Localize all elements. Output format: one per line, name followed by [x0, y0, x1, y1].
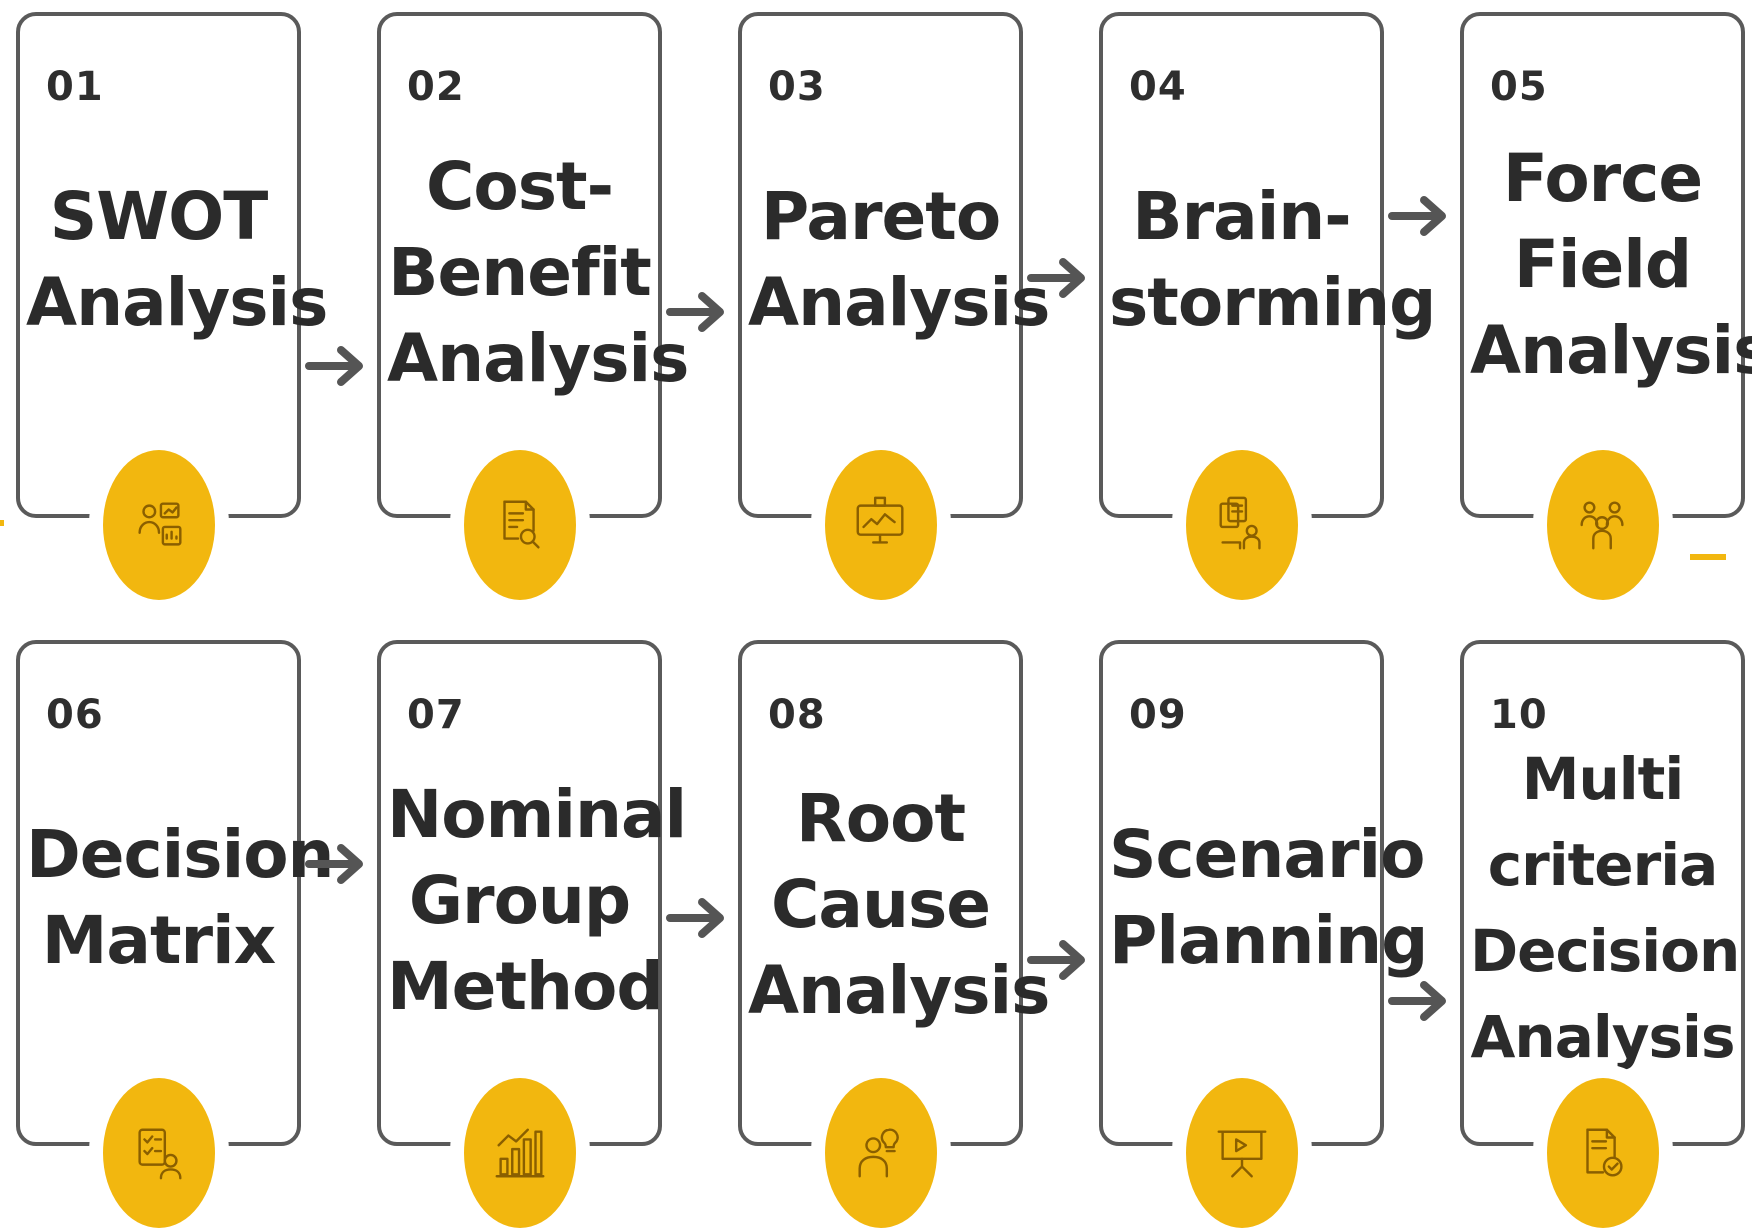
- flow-arrow: [305, 342, 367, 390]
- bar-chart-icon: [495, 1128, 544, 1178]
- team-chart-badge: [102, 450, 215, 600]
- monitor-analytics-icon: [856, 496, 904, 544]
- flow-arrow: [305, 840, 367, 888]
- person-idea-badge: [824, 1078, 937, 1228]
- step-number: 06: [46, 692, 104, 738]
- checklist-user-icon: [137, 1128, 182, 1180]
- bar-chart-badge: [463, 1078, 576, 1228]
- documents-presenter-badge: [1185, 450, 1298, 600]
- checklist-user-badge: [102, 1078, 215, 1228]
- step-title: Nominal Group Method: [387, 776, 687, 1025]
- presentation-board-icon: [1217, 1130, 1266, 1178]
- team-chart-icon: [137, 502, 182, 546]
- step-number: 05: [1490, 64, 1548, 110]
- flow-arrow: [666, 894, 728, 942]
- flow-arrow: [1388, 977, 1450, 1025]
- accent-dot: [0, 520, 4, 526]
- document-search-icon: [502, 500, 540, 549]
- group-people-icon: [1579, 501, 1624, 550]
- step-title: Decision Matrix: [26, 816, 335, 979]
- flow-arrow: [1027, 254, 1089, 302]
- step-number: 09: [1129, 692, 1187, 738]
- step-title: Cost- Benefit Analysis: [387, 148, 689, 397]
- step-number: 08: [768, 692, 826, 738]
- step-number: 10: [1490, 692, 1548, 738]
- document-search-badge: [463, 450, 576, 600]
- step-title: Force Field Analysis: [1470, 140, 1752, 389]
- group-people-badge: [1546, 450, 1659, 600]
- flow-arrow: [1027, 936, 1089, 984]
- step-title: Pareto Analysis: [748, 178, 1050, 341]
- step-number: 04: [1129, 64, 1187, 110]
- step-title: Multi criteria Decision Analysis: [1470, 745, 1740, 1071]
- step-title: Brain- storming: [1109, 178, 1436, 341]
- accent-dash: [1690, 554, 1726, 560]
- step-title: Scenario Planning: [1109, 816, 1428, 979]
- documents-presenter-icon: [1218, 496, 1261, 550]
- flow-arrow: [666, 288, 728, 336]
- flow-arrow: [1388, 192, 1450, 240]
- step-title: SWOT Analysis: [26, 178, 328, 341]
- step-number: 02: [407, 64, 465, 110]
- step-number: 07: [407, 692, 465, 738]
- monitor-analytics-badge: [824, 450, 937, 600]
- presentation-board-badge: [1185, 1078, 1298, 1228]
- step-number: 03: [768, 64, 826, 110]
- document-check-badge: [1546, 1078, 1659, 1228]
- person-idea-icon: [857, 1128, 899, 1178]
- step-title: Root Cause Analysis: [748, 780, 1050, 1029]
- document-check-icon: [1585, 1128, 1623, 1177]
- step-number: 01: [46, 64, 104, 110]
